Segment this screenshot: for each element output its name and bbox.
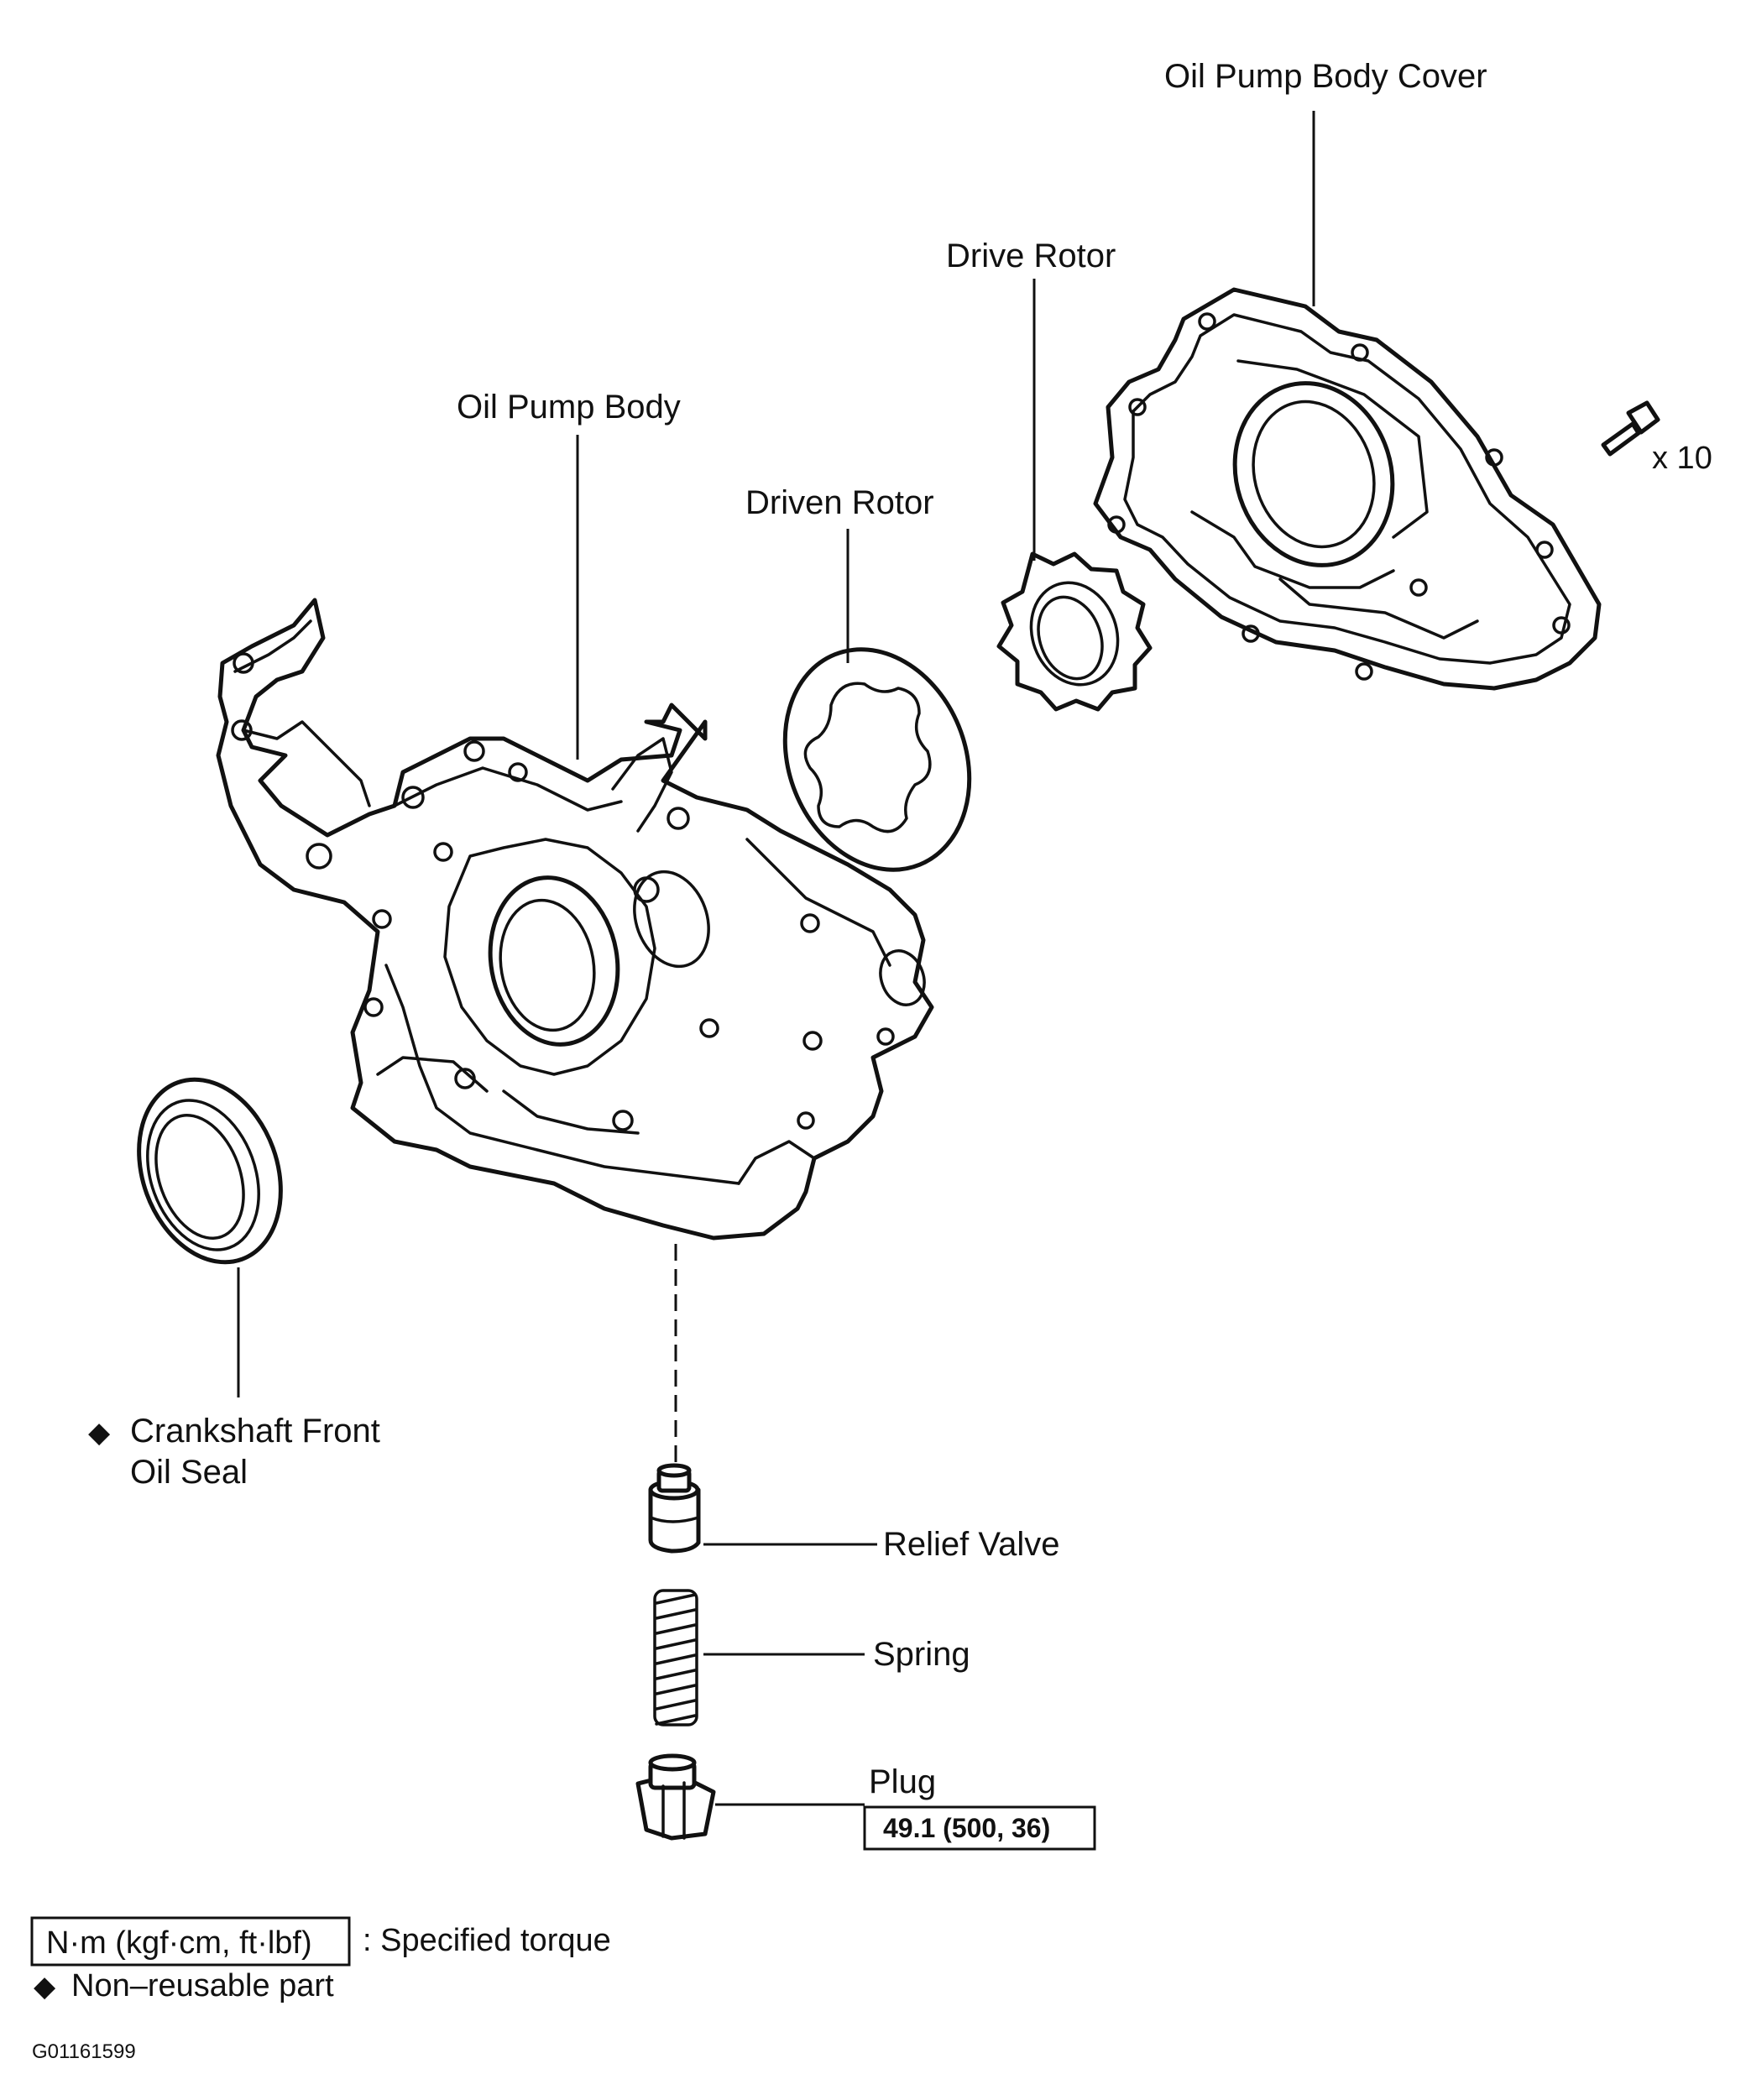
non-reusable-marker-legend: ◆ (34, 1971, 56, 2003)
spring-drawing (653, 1589, 698, 1726)
torque-unit-text: N·m (kgf·cm, ft·lbf) (46, 1925, 312, 1961)
bolt-drawing (1601, 400, 1660, 457)
leader-lines (237, 111, 1315, 1806)
driven-rotor-label: Driven Rotor (745, 484, 934, 521)
crankshaft-seal-label-line1: Crankshaft Front (130, 1413, 380, 1450)
oil-pump-body-cover-drawing (1093, 287, 1602, 691)
non-reusable-marker-seal: ◆ (88, 1417, 111, 1449)
legend: N·m (kgf·cm, ft·lbf) : Specified torque … (30, 1916, 611, 2003)
plug-drawing (635, 1753, 716, 1841)
oil-pump-body-cover-label: Oil Pump Body Cover (1164, 58, 1487, 95)
relief-valve-drawing (648, 1463, 701, 1554)
non-reusable-desc-text: Non–reusable part (71, 1968, 334, 2003)
torque-unit-box (30, 1916, 351, 1967)
plug-label: Plug (869, 1763, 936, 1800)
bolt-count-label: x 10 (1652, 441, 1712, 476)
driven-rotor-drawing (782, 647, 972, 872)
crankshaft-oil-seal-drawing (137, 1077, 283, 1265)
drive-rotor-drawing (996, 551, 1153, 712)
oil-pump-body-label: Oil Pump Body (457, 389, 681, 426)
drive-rotor-label: Drive Rotor (946, 238, 1116, 274)
plug-torque-value: 49.1 (500, 36) (883, 1813, 1050, 1843)
crankshaft-seal-label-line2: Oil Seal (130, 1454, 248, 1491)
torque-desc-text: : Specified torque (363, 1923, 611, 1958)
oil-pump-body-drawing (216, 598, 934, 1241)
plug-torque-box (863, 1805, 1096, 1851)
figure-id: G01161599 (32, 2040, 136, 2063)
relief-valve-label: Relief Valve (883, 1526, 1059, 1563)
spring-label: Spring (873, 1636, 970, 1673)
